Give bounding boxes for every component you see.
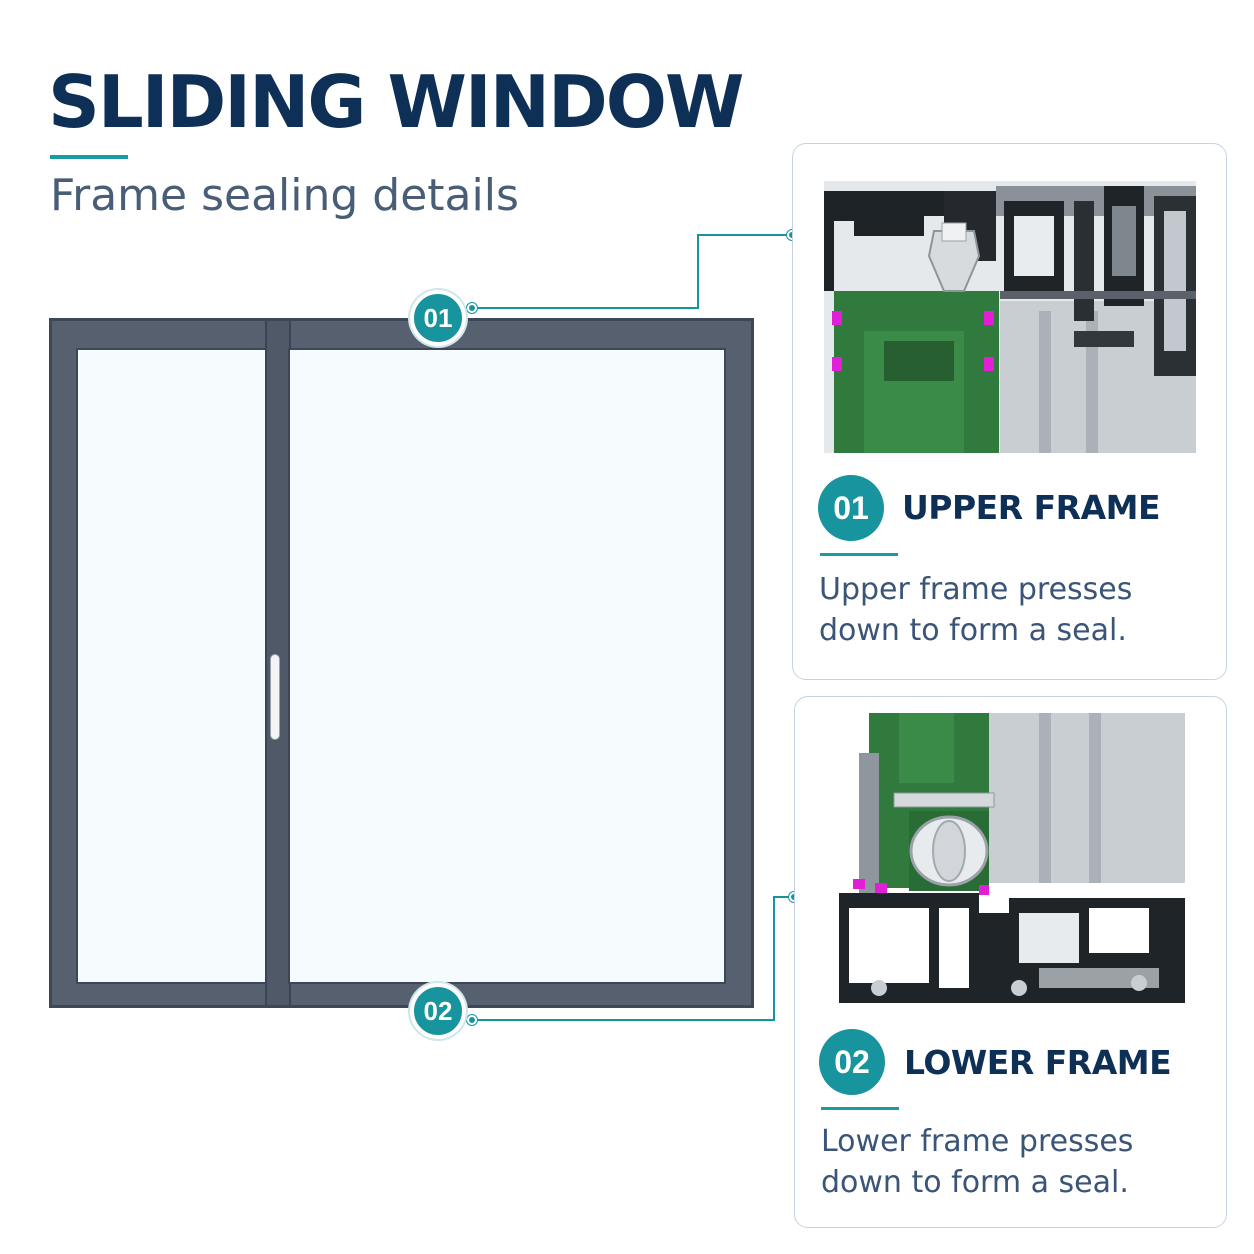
upper-frame-number-badge: 01 [818, 475, 884, 541]
page-subtitle: Frame sealing details [50, 170, 519, 221]
lower-frame-card: 02 LOWER FRAME Lower frame presses down … [794, 696, 1227, 1228]
upper-frame-card: 01 UPPER FRAME Upper frame presses down … [792, 143, 1227, 680]
upper-frame-description: Upper frame presses down to form a seal. [819, 572, 1133, 648]
callout-dot-upper [467, 303, 477, 313]
upper-frame-title: UPPER FRAME [902, 488, 1160, 527]
callout-dot-lower [467, 1015, 477, 1025]
connector-lower [466, 896, 794, 1021]
lower-frame-description: Lower frame presses down to form a seal. [821, 1124, 1134, 1200]
lower-frame-cross-section [839, 713, 1185, 1003]
title-underline [50, 155, 128, 159]
lower-frame-title-rule [821, 1107, 899, 1110]
callout-badge-lower: 02 [410, 983, 466, 1039]
callout-badge-upper: 01 [410, 290, 466, 346]
lower-frame-number-badge: 02 [819, 1029, 885, 1095]
left-glass-pane [76, 348, 270, 984]
connector-upper [466, 234, 792, 309]
upper-frame-cross-section [824, 181, 1196, 453]
upper-frame-title-rule [820, 553, 898, 556]
lower-frame-title: LOWER FRAME [904, 1043, 1172, 1082]
page-title: SLIDING WINDOW [48, 60, 744, 144]
right-glass-pane [288, 348, 726, 984]
window-handle[interactable] [270, 654, 280, 740]
sliding-window-frame [49, 318, 754, 1008]
